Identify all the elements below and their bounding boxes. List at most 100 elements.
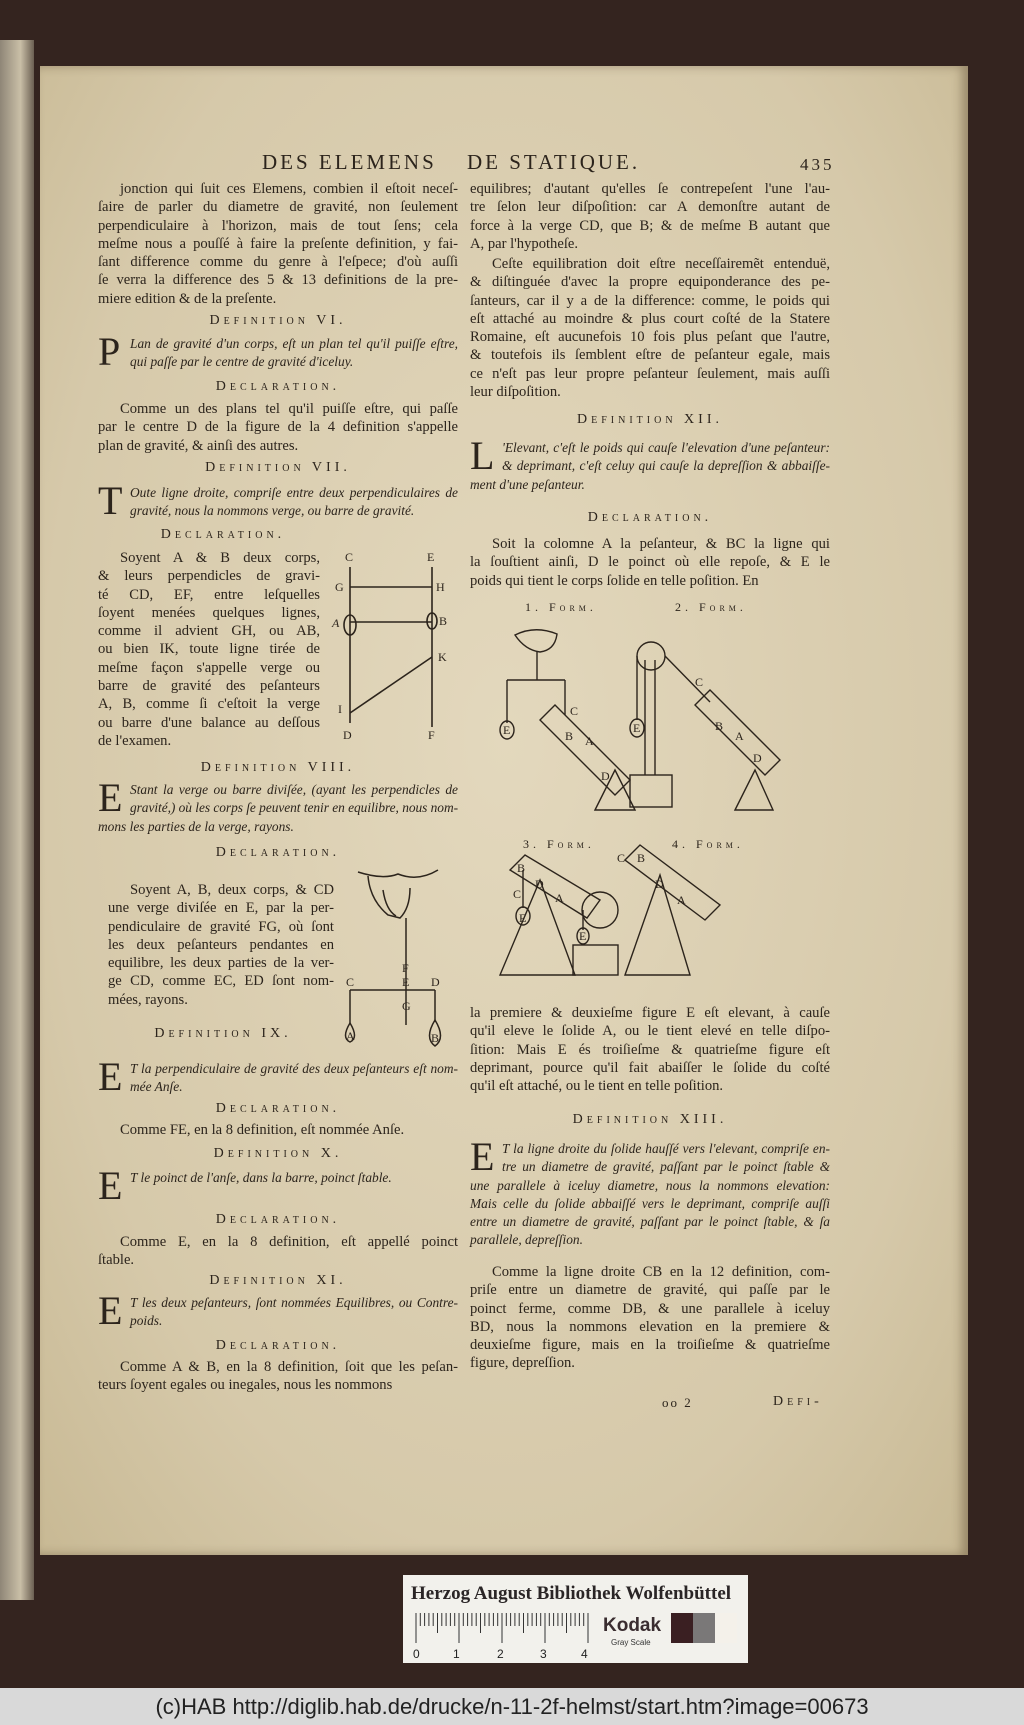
drop-cap: E xyxy=(98,775,123,820)
text-line: meſme nous a pouſſé à faire la preſente … xyxy=(98,235,458,252)
page-number: 435 xyxy=(800,155,835,174)
text-line: poids qui tient le corps ſolide en telle… xyxy=(470,572,759,589)
ruler-label: 0 xyxy=(413,1647,420,1661)
text-line: qu'il eleve le ſolide A, ou le tient ele… xyxy=(470,1023,830,1040)
text-line: pendiculaire de gravité FG, où ſont xyxy=(108,918,334,935)
drop-cap: P xyxy=(98,329,121,374)
running-head-left: DES ELEMENS xyxy=(262,150,437,174)
figure-label: A xyxy=(555,891,564,905)
text-line: meſme façon s'appelle verge ou xyxy=(98,659,320,676)
text-line: Romaine, eſt aucunefois 10 fois plus peſ… xyxy=(470,329,830,346)
text-line: & leurs perpendicles de gravi- xyxy=(98,568,320,585)
figure-caption: 4. Form. xyxy=(672,837,744,851)
text-line: comme il advient GH, ou AB, xyxy=(98,623,320,640)
figure-label: B xyxy=(439,614,447,628)
text-line: mées, rayons. xyxy=(108,991,188,1008)
text-line: Oute ligne droite, compriſe entre deux p… xyxy=(130,485,458,500)
figure-label: A xyxy=(585,734,594,748)
text-line: qu'il eſt attaché, ou le tient en telle … xyxy=(470,1078,724,1095)
figure-label: C xyxy=(617,851,625,865)
text-line: ſtable. xyxy=(98,1252,135,1269)
paragraph: Comme E, en la 8 definition, eſt appellé… xyxy=(98,1233,458,1270)
text-line: equilibre, les deux parties de la ver- xyxy=(108,955,334,972)
definition-text: E T les deux peſanteurs, ſont nommées Equ… xyxy=(98,1288,458,1333)
figure-label: F xyxy=(402,961,409,975)
figure-label: G xyxy=(402,999,411,1013)
definition-heading: Definition VII. xyxy=(205,460,351,475)
text-line: Soit la colomne A la peſanteur, & BC la … xyxy=(492,536,830,552)
text-line: T la ligne droite du ſolide hauſſé vers … xyxy=(502,1141,830,1156)
text-line: A, B, comme ſi c'eſtoit la verge xyxy=(98,696,320,713)
facing-page-edge xyxy=(0,40,34,1600)
definition-heading: Definition X. xyxy=(213,1146,343,1161)
figure-label: A xyxy=(331,616,340,630)
text-line: teurs ſoyent egales ou inegales, nous le… xyxy=(98,1377,393,1394)
figure-label: I xyxy=(338,702,342,716)
figure-label: D xyxy=(753,751,762,765)
text-line: té CD, EF, entre leſquelles xyxy=(98,586,320,603)
text-line: ou barre d'une balance au deſſous xyxy=(98,714,320,731)
drop-cap: E xyxy=(470,1134,495,1179)
text-line: de l'examen. xyxy=(98,732,172,749)
figure-label: C xyxy=(695,675,703,689)
figure-label: A xyxy=(677,893,686,907)
text-line: deuxieſme figure, mais en la troiſieſme … xyxy=(470,1337,830,1354)
library-color-card: Herzog August Bibliothek Wolfenbüttel 0 … xyxy=(403,1575,748,1663)
text-line: Comme la ligne droite CB en la 12 defini… xyxy=(492,1264,830,1280)
text-line: force à la verge CD, que B; & de meſme B… xyxy=(470,217,830,234)
text-line: priſe entre un diametre de gravité, qui … xyxy=(470,1282,830,1299)
book-page xyxy=(40,66,968,1555)
text-line: T les deux peſanteurs, ſont nommées Equi… xyxy=(130,1295,458,1310)
figure-label: K xyxy=(438,650,447,664)
drop-cap: L xyxy=(470,433,495,478)
text-line: equilibres; d'autant qu'elles ſe contrep… xyxy=(470,181,830,197)
declaration-heading: Declaration. xyxy=(160,527,286,542)
text-line: deprimant, pource qu'il fait abaiſſer le… xyxy=(470,1059,830,1076)
kodak-logo: Kodak xyxy=(603,1615,662,1636)
text-line: poinct ferme, comme DB, & une parallele … xyxy=(470,1300,830,1317)
text-line: plan de gravité, & ainſi des autres. xyxy=(98,437,299,454)
figure-label: F xyxy=(428,728,435,742)
gray-swatch-mid xyxy=(693,1613,715,1643)
text-line: par le centre D de la figure de la 4 def… xyxy=(98,419,458,436)
definition-text: E T la ligne droite du ſolide hauſſé vers… xyxy=(470,1134,830,1250)
figure-label: C xyxy=(345,550,353,564)
text-line: ge CD, comme EC, ED ſont nom- xyxy=(108,973,334,990)
gray-swatch-light xyxy=(715,1613,737,1643)
text-line: Comme un des plans tel qu'il puiſſe eſtr… xyxy=(120,401,458,417)
figure-label: H xyxy=(436,580,445,594)
paragraph: Soit la colomne A la peſanteur, & BC la … xyxy=(470,535,830,590)
text-line: Soyent A & B deux corps, xyxy=(120,550,320,566)
figure-label: E xyxy=(503,723,510,737)
definition-heading: Definition XII. xyxy=(577,412,723,427)
paragraph: Comme la ligne droite CB en la 12 defini… xyxy=(470,1263,830,1373)
drop-cap: E xyxy=(98,1288,123,1333)
catchword: Defi- xyxy=(773,1394,823,1409)
text-line: mée Anſe. xyxy=(130,1079,183,1095)
image-source-caption: (c)HAB http://diglib.hab.de/drucke/n-11-… xyxy=(0,1688,1024,1725)
paragraph: Comme FE, en la 8 definition, eſt nommée… xyxy=(98,1121,458,1139)
text-line: Ceſte equilibration doit eſtre neceſſair… xyxy=(492,256,830,272)
ruler-label: 1 xyxy=(453,1647,460,1661)
kodak-subtitle: Gray Scale xyxy=(611,1638,651,1647)
text-line: ment d'une peſanteur. xyxy=(470,476,585,492)
definition-heading: Definition XIII. xyxy=(572,1112,728,1127)
text-line: perpendiculaire à l'horizon, mais de tou… xyxy=(98,217,458,234)
text-line: ſoyent menées quelques lignes, xyxy=(98,604,320,621)
figure-four-forms: E C B A D E C B A D B C D A E C B D A E xyxy=(498,629,781,976)
figure-label: E xyxy=(633,721,640,735)
figure-label: B xyxy=(517,861,525,875)
text-line: Soyent A, B, deux corps, & CD xyxy=(130,882,334,898)
text-line: la ſouſtient ainſi, D le poinct où elle … xyxy=(470,554,830,571)
text-line: gravité, nous la nommons verge, ou barre… xyxy=(130,503,415,519)
declaration-heading: Declaration. xyxy=(215,845,341,860)
text-line: leur diſpoſition. xyxy=(470,384,561,401)
drop-cap: E xyxy=(98,1054,123,1099)
text-line: Comme E, en la 8 definition, eſt appellé… xyxy=(120,1234,458,1250)
text-line: Comme FE, en la 8 definition, eſt nommée… xyxy=(120,1122,405,1138)
paragraph: Comme un des plans tel qu'il puiſſe eſtr… xyxy=(98,400,458,455)
